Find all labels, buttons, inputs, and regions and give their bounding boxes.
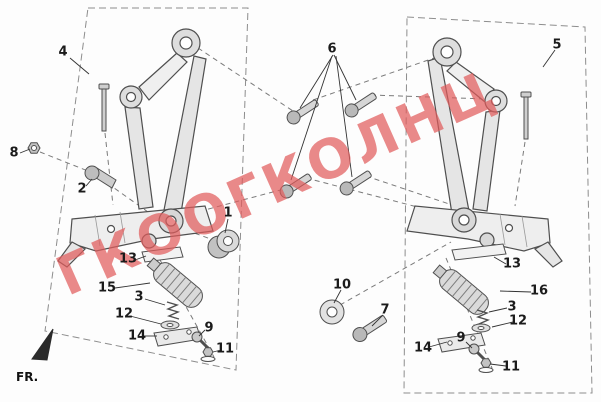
- part-label-13-right: 13: [502, 256, 522, 272]
- plate-hole: [447, 340, 453, 346]
- washer-part-10: [319, 299, 345, 325]
- bolt: [344, 92, 377, 118]
- roller-bore: [223, 236, 233, 246]
- cover-plate-part-13-right: [451, 243, 507, 261]
- right-bracket-foot-plate: [406, 205, 551, 252]
- base-plate-part-14-right: [437, 332, 486, 353]
- bolt-part-7: [352, 315, 388, 343]
- screw-head: [468, 343, 480, 355]
- washer-hole: [166, 323, 174, 327]
- part-label-6: 6: [327, 41, 337, 57]
- left-long-bolt: [98, 83, 110, 132]
- bolt: [279, 173, 312, 199]
- bolt-head: [352, 327, 368, 343]
- right-bracket-hatch: [499, 213, 528, 248]
- part-label-12-right: 12: [508, 313, 528, 329]
- washer-hole: [326, 306, 338, 318]
- part-label-5: 5: [552, 37, 562, 53]
- right-bracket-toe: [534, 241, 563, 268]
- nut-part-8: [27, 142, 41, 154]
- part-label-3-right: 3: [507, 299, 517, 315]
- plate-hole: [163, 334, 169, 340]
- left-bracket-hatch: [94, 211, 126, 247]
- part-label-12-left: 12: [114, 306, 134, 322]
- leader-lines: [19, 49, 556, 367]
- part-label-14-left: 14: [127, 328, 147, 344]
- left-footrest-bracket: [57, 28, 214, 268]
- left-bracket-knuckle: [141, 233, 157, 249]
- bolt-head: [84, 165, 100, 181]
- right-bracket-mid-hole: [490, 95, 502, 107]
- left-bracket-toe: [57, 241, 86, 268]
- footpeg-tab: [432, 264, 448, 280]
- plate-hole: [470, 335, 476, 341]
- nut-part-11-right: [478, 358, 494, 373]
- part-label-16: 16: [529, 283, 549, 299]
- bolt: [339, 170, 372, 196]
- bolt-shaft: [101, 88, 107, 132]
- bolts-part-6: [279, 92, 377, 199]
- nut-washer: [478, 367, 494, 373]
- part-label-14-right: 14: [413, 340, 433, 356]
- left-bracket-small-hole: [106, 224, 116, 234]
- front-direction-arrow-icon: [31, 328, 54, 361]
- part-label-10: 10: [332, 277, 352, 293]
- part-label-11-left: 11: [215, 341, 235, 357]
- screw-head: [191, 331, 203, 343]
- nut-part-11-left: [200, 347, 216, 362]
- roller-part-1: [207, 229, 240, 259]
- plate-hole: [186, 329, 192, 335]
- bolt-head: [98, 83, 110, 90]
- footpeg-part-15: [146, 257, 203, 308]
- right-bracket-top-hole: [440, 45, 454, 59]
- part-label-1: 1: [223, 205, 233, 221]
- washer-part-12-right: [471, 323, 491, 333]
- right-bracket-pivot-hole: [458, 214, 470, 226]
- part-label-9-right: 9: [456, 330, 466, 346]
- cover-plate-part-13-left: [141, 246, 184, 263]
- left-bracket-arm-left: [124, 106, 154, 210]
- part-label-15: 15: [97, 280, 117, 296]
- spring-part-3-left: [165, 301, 181, 320]
- nut-washer: [200, 356, 216, 362]
- right-bracket-small-hole: [504, 223, 514, 233]
- part-label-8: 8: [9, 145, 19, 161]
- footpeg-part-16: [432, 264, 489, 315]
- washer-hole: [477, 326, 485, 330]
- front-direction-label: FR.: [16, 370, 39, 384]
- part-label-7: 7: [380, 302, 390, 318]
- left-bracket-foot-plate: [69, 205, 214, 252]
- left-bracket-mid-hole: [125, 91, 137, 103]
- footpeg-ribs: [441, 270, 489, 315]
- part-label-3-left: 3: [134, 289, 144, 305]
- footpeg-ribs: [155, 263, 203, 308]
- nut-hex: [480, 358, 492, 368]
- bolt: [286, 99, 319, 125]
- part-label-9-left: 9: [204, 320, 214, 336]
- left-bracket-pivot-hole: [165, 215, 177, 227]
- panel-borders: [44, 7, 593, 394]
- left-panel-border: [44, 7, 249, 371]
- right-long-bolt: [520, 91, 532, 140]
- nut-hex: [202, 347, 214, 357]
- right-panel-border: [403, 16, 593, 394]
- right-bracket-arm-right: [472, 109, 501, 212]
- nut-hole: [31, 145, 37, 151]
- washer-part-12-left: [160, 320, 180, 330]
- left-bracket-top-hole: [179, 36, 193, 50]
- bolt-head: [520, 91, 532, 98]
- part-label-4: 4: [58, 44, 68, 60]
- right-footrest-bracket: [406, 37, 563, 268]
- part-label-11-right: 11: [501, 359, 521, 375]
- part-label-2: 2: [77, 181, 87, 197]
- left-bracket-arm-top: [138, 52, 188, 101]
- footpeg-tab: [146, 257, 162, 273]
- part-label-13-left: 13: [118, 251, 138, 267]
- bolt-shaft: [523, 96, 529, 140]
- left-bracket-arm-right: [163, 55, 207, 214]
- bolt-part-2: [84, 165, 117, 189]
